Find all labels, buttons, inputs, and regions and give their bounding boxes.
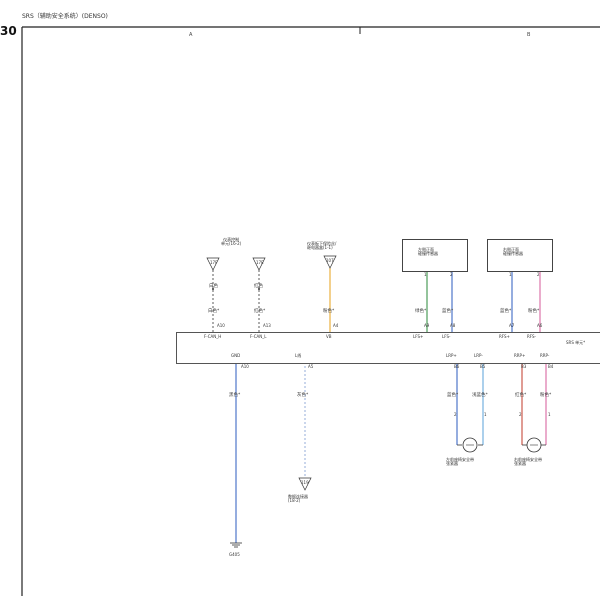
pin-label: B4 xyxy=(548,364,554,369)
pin-label: 1 xyxy=(424,272,427,277)
fuse-box-label: 仪表板下保险丝/ 继电器盒(1-1) xyxy=(307,241,337,250)
connector-17e: 17E xyxy=(256,260,264,265)
srs-unit-box xyxy=(176,332,600,364)
pin-label: 2 xyxy=(450,272,453,277)
wire-color: 黑色* xyxy=(229,393,241,398)
wire-color: 浅蓝色* xyxy=(472,393,488,398)
pin-label: A7 xyxy=(509,323,515,328)
ground-g405: G405 xyxy=(229,552,240,557)
l-line-label: L线 xyxy=(295,353,302,358)
pin-label: 2 xyxy=(519,412,522,417)
pin-label: A4 xyxy=(333,323,339,328)
pin-label: A9 xyxy=(424,323,430,328)
grid-column-b: B xyxy=(527,32,531,38)
signal-label: LFS+ xyxy=(413,334,424,339)
pin-label: 2 xyxy=(454,412,457,417)
gnd-label: GND xyxy=(231,353,241,358)
pin-label: A13 xyxy=(263,323,271,328)
left-pretensioner-label: 左前座椅安全带 张紧器 xyxy=(446,457,474,466)
wire-color: 蓝色* xyxy=(447,393,459,398)
right-pretensioner-label: 右前座椅安全带 张紧器 xyxy=(514,457,542,466)
pin-label: B3 xyxy=(521,364,527,369)
left-front-impact-sensor xyxy=(402,239,468,272)
wire-color: 白色 xyxy=(209,284,218,289)
wire-color: 红色* xyxy=(515,393,527,398)
pin-label: 1 xyxy=(484,412,487,417)
diagram-title: SRS（辅助安全系统）(DENSO) xyxy=(22,13,108,20)
wire-color: 灰色* xyxy=(297,393,309,398)
pin-label: A10 xyxy=(241,364,249,369)
gauge-control-unit-label: 仪表控制 单元(16-2) xyxy=(221,237,242,246)
wire-color: 蓝色* xyxy=(442,309,454,314)
connector-107: 107 xyxy=(326,258,334,263)
pin-label: A6 xyxy=(537,323,543,328)
sensor-label: 右侧正面 碰撞传感器 xyxy=(503,247,523,256)
connector-17f: 17F xyxy=(210,260,218,265)
signal-label: RFS+ xyxy=(499,334,510,339)
wire-color: 粉色* xyxy=(540,393,552,398)
grid-column-a: A xyxy=(189,32,193,38)
wire-color: 蓝色* xyxy=(500,309,512,314)
wire-color: 白色* xyxy=(208,309,220,314)
wire-color: 红色 xyxy=(254,284,263,289)
right-front-impact-sensor xyxy=(487,239,553,272)
signal-label: RRP- xyxy=(540,353,550,358)
sensor-label: 左侧正面 碰撞传感器 xyxy=(418,247,438,256)
pin-label: A5 xyxy=(308,364,314,369)
signal-label: F-CAN_H xyxy=(204,334,222,339)
pin-label: 1 xyxy=(509,272,512,277)
pin-label: 2 xyxy=(537,272,540,277)
signal-label: VB xyxy=(326,334,332,339)
data-link-connector-label: 数据连接器 (18-2) xyxy=(288,494,308,503)
signal-label: LRP+ xyxy=(446,353,457,358)
pin-label: A8 xyxy=(450,323,456,328)
wire-color: 粉色* xyxy=(323,309,335,314)
pin-label: B6 xyxy=(454,364,460,369)
connector-119: 119 xyxy=(301,480,309,485)
pin-label: B5 xyxy=(480,364,486,369)
signal-label: LFS- xyxy=(442,334,451,339)
signal-label: LRP- xyxy=(474,353,483,358)
page-number: 30 xyxy=(0,24,17,38)
wire-color: 绿色* xyxy=(415,309,427,314)
pin-label: A10 xyxy=(217,323,225,328)
wire-color: 粉色* xyxy=(528,309,540,314)
signal-label: RFS- xyxy=(527,334,536,339)
wire-color: 红色* xyxy=(254,309,266,314)
srs-unit-label: SRS 单元* xyxy=(566,340,586,345)
signal-label: F-CAN_L xyxy=(250,334,267,339)
pin-label: 1 xyxy=(548,412,551,417)
signal-label: RRP+ xyxy=(514,353,526,358)
